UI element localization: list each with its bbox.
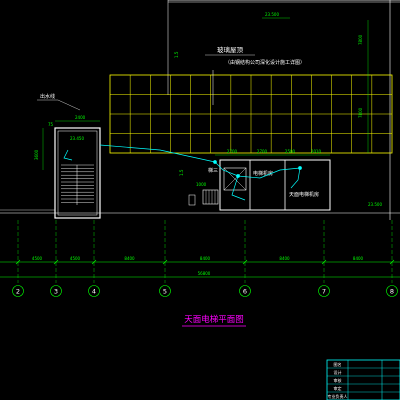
titleblock-row-label: 审核 <box>334 377 342 383</box>
drawing-title: 天面电梯平面图 <box>184 314 244 325</box>
axis-bubble <box>12 285 24 297</box>
axis-number: 6 <box>243 288 247 296</box>
power-wiring <box>63 144 302 201</box>
room-dim-label: 2700 <box>257 149 268 154</box>
drawing-title-group: 天面电梯平面图 <box>182 314 246 327</box>
skylight-dim-right-bottom: 7800 <box>358 107 363 118</box>
room-dim-label: 2010 <box>311 149 322 154</box>
rooms-dim-small: 1000 <box>196 182 207 187</box>
axis-bubble <box>318 285 330 297</box>
overall-dimension: 56800 <box>198 271 211 276</box>
skylight-dim-left: 1.5 <box>174 51 179 58</box>
titleblock-row-label: 审定 <box>334 385 342 391</box>
axis-grid: 2 3 4 5 6 7 8 <box>12 220 398 297</box>
axis-number: 4 <box>92 288 96 296</box>
glass-roof-skylight: 玻璃屋顶 （由钢结构公司深化设计施工详图） 1.5 7800 7800 <box>109 20 393 154</box>
axis-number: 2 <box>16 288 20 296</box>
rooms-dim-side: 1.5 <box>179 169 184 176</box>
stair-outlet-label: 出水线 <box>40 93 55 100</box>
room-dim-label: 2500 <box>285 149 296 154</box>
skylight-note: （由钢结构公司深化设计施工详图） <box>225 59 305 66</box>
axis-number: 8 <box>390 288 394 296</box>
elevator-room-label: 电梯机房 <box>253 170 273 177</box>
top-boundary: 23.500 <box>167 0 400 220</box>
machine-room-label: 天面电梯机房 <box>289 191 319 198</box>
skylight-label: 玻璃屋顶 <box>217 45 244 54</box>
right-elevation: 23.500 <box>368 202 382 207</box>
stair-tower: 出水线 2400 75 3600 23.450 <box>34 93 101 219</box>
skylight-dim-right-top: 7800 <box>358 34 363 45</box>
room-dim-label: 2700 <box>227 149 238 154</box>
axis-bubble <box>50 285 62 297</box>
span-dimension: 4500 <box>70 256 81 261</box>
datum-line: 23.500 <box>0 202 400 214</box>
stair2-label: 梯三 <box>208 167 218 174</box>
titleblock-row-label: 图名 <box>334 361 342 367</box>
dimension-chain: 4500 4500 8400 8400 8400 8400 56800 <box>0 256 400 278</box>
elevator-machine-rooms: 2700 2700 2500 2010 1.5 电梯机房 天面电梯机房 梯三 1000 <box>179 149 331 211</box>
axis-bubble <box>386 285 398 297</box>
stair-dim-top: 2400 <box>75 115 86 120</box>
top-elevation: 23.500 <box>265 12 279 17</box>
titleblock-row-label: 专业负责人 <box>328 393 348 399</box>
stair-dim-left-side: 3600 <box>34 149 39 160</box>
axis-number: 5 <box>163 288 167 296</box>
axis-bubble <box>88 285 100 297</box>
stair-dim-left: 75 <box>48 122 54 127</box>
axis-bubble <box>239 285 251 297</box>
span-dimension: 8400 <box>200 256 211 261</box>
span-dimension: 8400 <box>353 256 364 261</box>
titleblock-row-label: 设计 <box>334 369 342 375</box>
axis-bubble <box>159 285 171 297</box>
axis-number: 3 <box>54 288 58 296</box>
span-dimension: 4500 <box>32 256 43 261</box>
span-dimension: 8400 <box>124 256 135 261</box>
stair-elevation: 23.450 <box>70 136 84 141</box>
axis-number: 7 <box>322 288 326 296</box>
span-dimension: 8400 <box>279 256 290 261</box>
